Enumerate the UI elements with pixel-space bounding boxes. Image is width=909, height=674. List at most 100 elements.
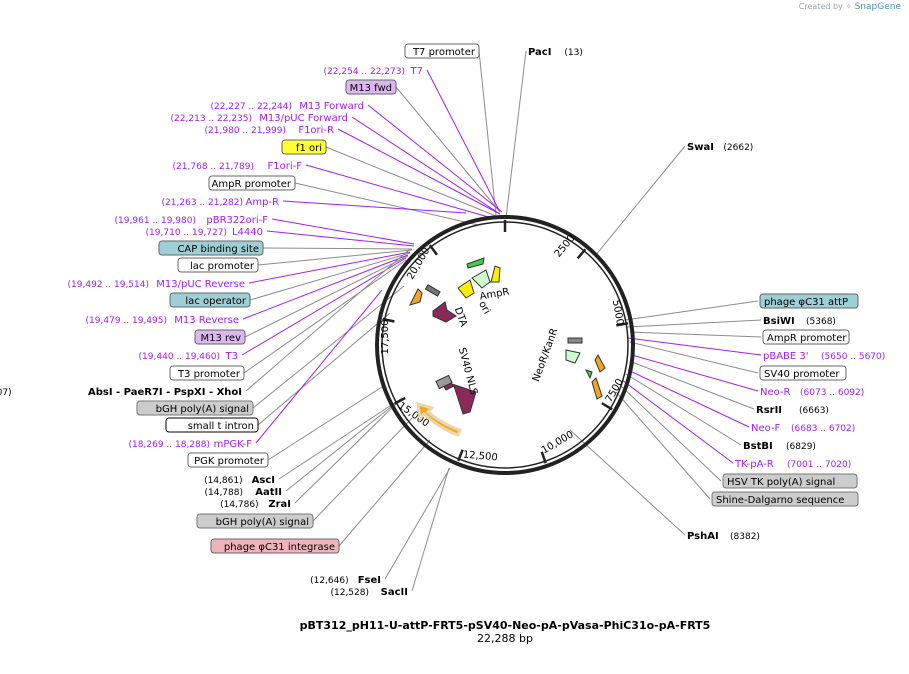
- label-name: M13/pUC Reverse: [156, 279, 245, 290]
- tick-mark: [601, 402, 613, 411]
- map-label-absi-group: AbsI - PaeR7I - PspXI - XhoI(19,407): [0, 387, 242, 398]
- label-name: BsiWI: [763, 316, 795, 327]
- label-name: M13/pUC Forward: [259, 113, 348, 124]
- leader-line: [338, 439, 431, 547]
- map-label-rsrii: RsrII(6663): [756, 405, 829, 416]
- map-label-hsv-tk-polya: HSV TK poly(A) signal: [722, 473, 858, 489]
- gray-box-right: [567, 337, 583, 344]
- map-label-t7: T7(22,254 .. 22,273): [324, 66, 423, 77]
- tick-mark: [394, 396, 406, 405]
- label-name: phage φC31 integrase: [224, 542, 335, 553]
- label-coord: (19,479 .. 19,495): [86, 316, 167, 326]
- label-coord: (13): [564, 48, 582, 58]
- label-name: lac operator: [185, 296, 246, 307]
- leader-lines: [241, 50, 762, 592]
- label-coord: (5368): [806, 317, 836, 327]
- map-label-sv40-promoter: SV40 promoter: [759, 365, 847, 381]
- label-name: f1 ori: [296, 143, 322, 154]
- label-name: PacI: [528, 47, 551, 58]
- map-label-paci: PacI (13): [528, 47, 583, 58]
- label-name: bGH poly(A) signal: [156, 404, 249, 415]
- leader-line: [478, 50, 497, 216]
- tick-mark: [428, 244, 438, 256]
- label-box: [345, 79, 397, 95]
- leader-line: [249, 252, 411, 301]
- map-label-fsei: FseI (12,646): [310, 575, 381, 586]
- map-label-m13-fwd: M13 fwd: [345, 79, 397, 95]
- label-coord: (19,710 .. 19,727): [146, 228, 227, 238]
- label-box: [404, 43, 480, 59]
- label-box: [169, 365, 245, 381]
- map-label-neo-f: Neo-F(6683 .. 6702): [751, 423, 855, 434]
- label-coord: (12,646): [310, 576, 349, 586]
- leader-line: [252, 285, 405, 409]
- feature-arrows: [409, 257, 606, 437]
- leader-line: [411, 467, 450, 592]
- leader-line: [629, 341, 759, 374]
- label-name: TK-pA-R: [734, 459, 774, 470]
- label-name: T3: [225, 351, 238, 362]
- leader-line: [242, 254, 409, 320]
- label-name: Shine-Dalgarno sequence: [716, 495, 844, 506]
- leader-line: [267, 384, 386, 461]
- tick-mark: [576, 248, 587, 260]
- label-coord: (21,768 .. 21,789): [173, 162, 254, 172]
- f1-ori-arrow: [457, 279, 475, 299]
- leader-line: [367, 104, 503, 213]
- label-coord: (5650 .. 5670): [821, 352, 885, 362]
- leader-line: [631, 361, 755, 410]
- tick-label: 10,000: [540, 429, 576, 456]
- label-name: FseI: [358, 575, 381, 586]
- small-box-feature: [435, 374, 453, 390]
- map-label-m13-puc-forward: M13/pUC Forward(22,213 .. 22,235): [171, 113, 348, 124]
- label-coord: (14,788): [204, 488, 243, 498]
- leader-line: [305, 164, 493, 219]
- leader-line: [615, 391, 711, 500]
- label-box: [759, 293, 859, 309]
- label-coord: (8382): [730, 532, 760, 542]
- map-label-neo-r: Neo-R(6073 .. 6092): [760, 387, 864, 398]
- leader-line: [243, 259, 407, 374]
- leader-line: [241, 257, 407, 356]
- credit-brand: SnapGene: [854, 2, 901, 12]
- leader-line: [337, 128, 501, 215]
- map-label-aatii: AatII (14,788): [204, 487, 282, 498]
- map-label-m13-forward: M13 Forward(22,227 .. 22,244): [211, 101, 364, 112]
- label-name: PshAI: [687, 531, 719, 542]
- label-name: lac promoter: [190, 261, 255, 272]
- label-name: AmpR promoter: [767, 333, 847, 344]
- label-coord: (6683 .. 6702): [791, 424, 855, 434]
- leader-line: [244, 255, 409, 338]
- label-name: L4440: [232, 227, 263, 238]
- map-label-small-t-intron: small t intron: [165, 417, 259, 433]
- label-coord: (6829): [786, 442, 816, 452]
- tick-label: 17,500: [380, 320, 391, 355]
- label-box: [196, 513, 314, 529]
- label-name: SV40 promoter: [764, 369, 840, 380]
- tick-label: 5000: [610, 299, 625, 326]
- label-box: [762, 329, 850, 345]
- leader-line: [619, 384, 722, 482]
- gray-box-left: [424, 284, 441, 297]
- leader-line: [262, 247, 413, 250]
- label-name: T7: [410, 66, 423, 77]
- label-coord: (19,440 .. 19,460): [139, 352, 220, 362]
- label-coord: (19,961 .. 19,980): [115, 216, 196, 226]
- leader-line: [627, 337, 762, 356]
- label-box: [158, 240, 264, 256]
- tick-label: 2500: [553, 233, 578, 260]
- dta-arrow: [432, 301, 457, 323]
- label-box: [177, 257, 259, 273]
- leader-line: [384, 467, 451, 580]
- label-name: BstBI: [743, 441, 773, 452]
- label-coord: (2662): [723, 143, 753, 153]
- label-name: AatII: [255, 487, 282, 498]
- leader-line: [294, 397, 403, 504]
- label-name: PGK promoter: [194, 456, 265, 467]
- map-label-ampr-promoter-right: AmpR promoter: [762, 329, 850, 345]
- green-small-arrow: [466, 257, 485, 269]
- orange-arrow-left: [409, 288, 423, 306]
- plasmid-size: 22,288 bp: [477, 632, 533, 645]
